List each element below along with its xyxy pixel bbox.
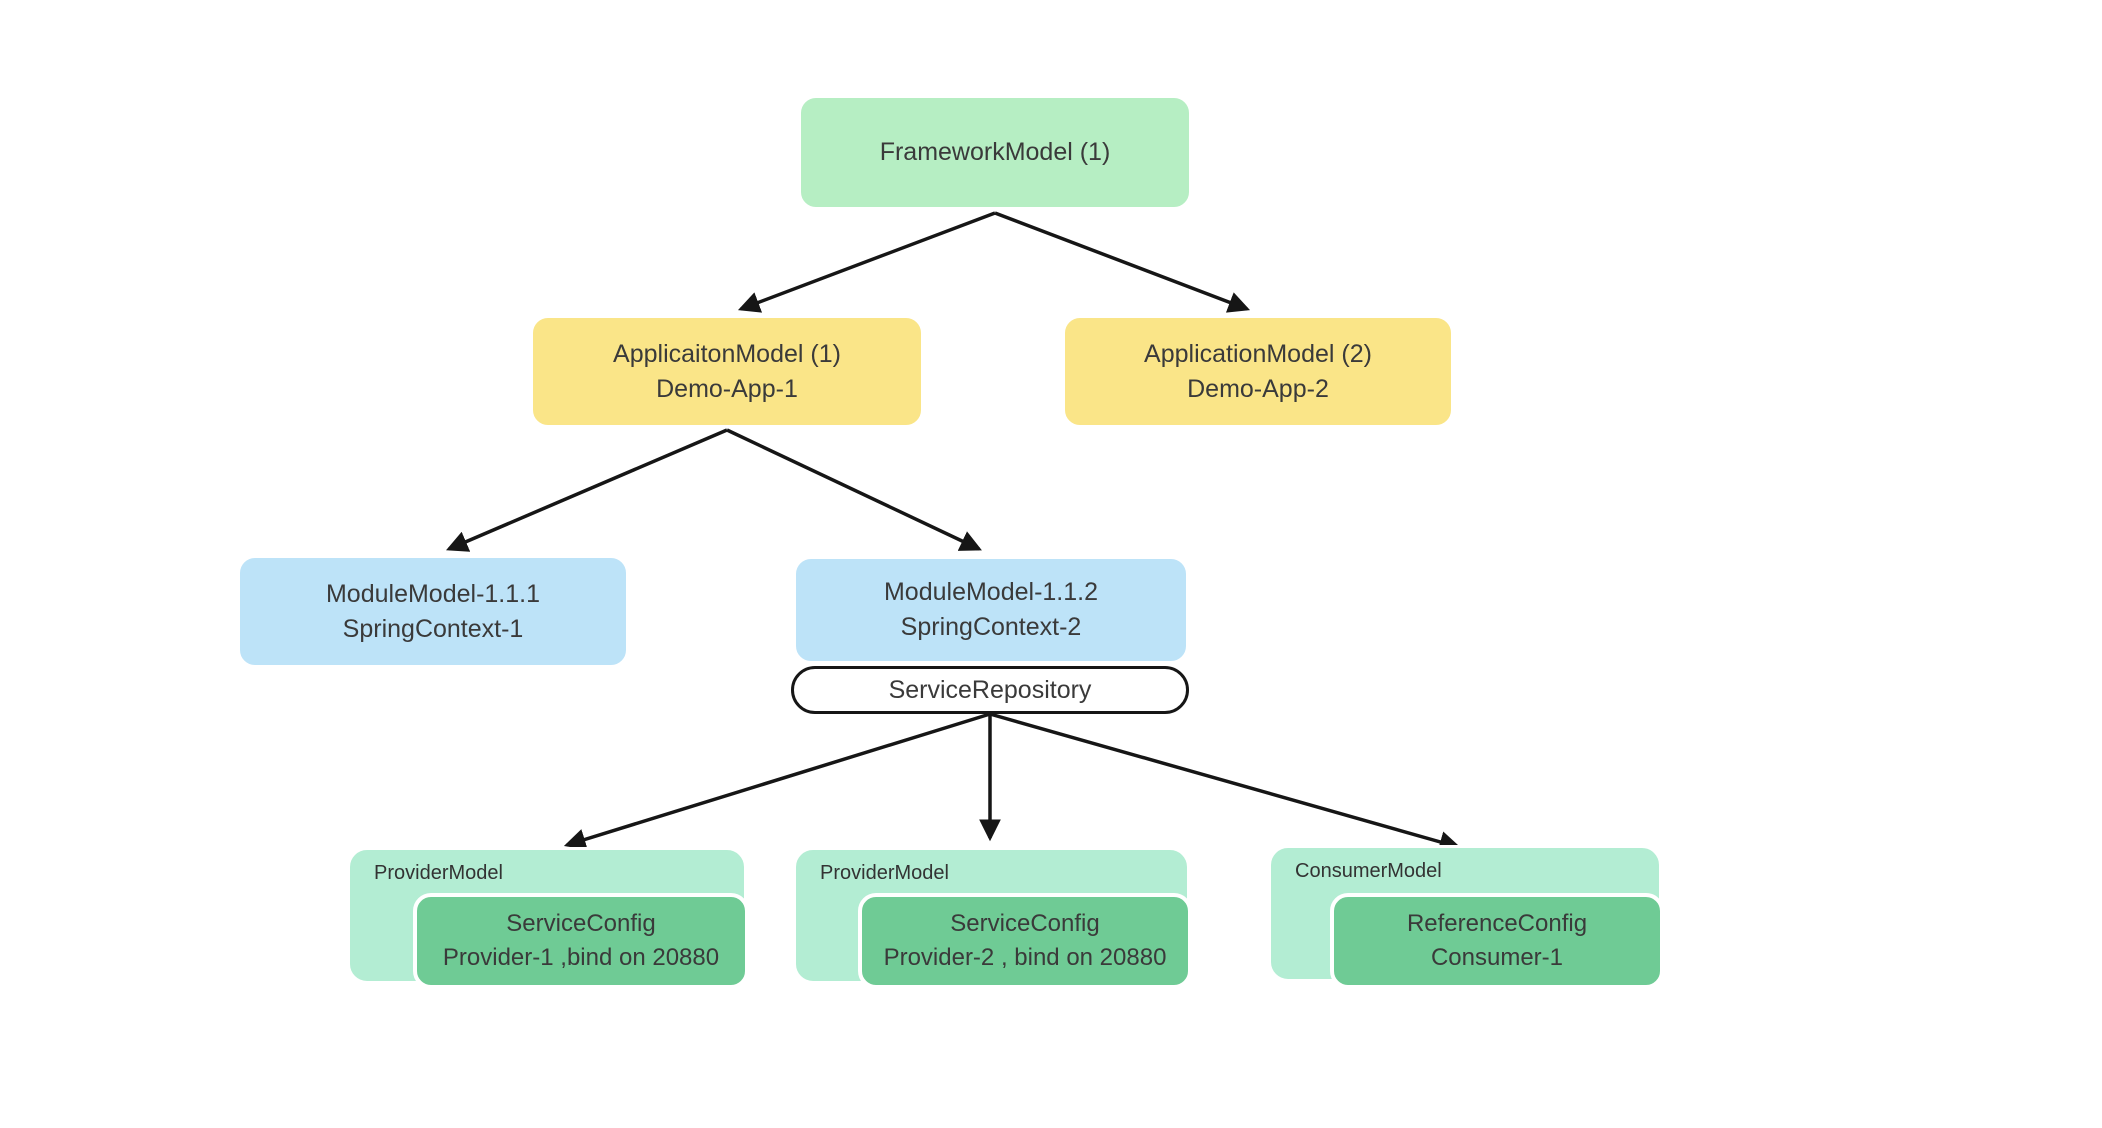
edge-app1-module1	[446, 428, 728, 552]
module-model-2-subtitle: SpringContext-2	[900, 613, 1082, 641]
module-model-2-title: ModuleModel-1.1.2	[883, 578, 1098, 606]
service-repository-label: ServiceRepository	[888, 675, 1092, 704]
reference-config-node: ReferenceConfig Consumer-1	[1330, 893, 1664, 989]
service-config-2-title: ServiceConfig	[950, 910, 1100, 937]
service-repository-node: ServiceRepository	[791, 666, 1189, 714]
application-model-1-subtitle: Demo-App-1	[656, 374, 798, 403]
module-model-1-title: ModuleModel-1.1.1	[325, 579, 540, 608]
application-model-2-subtitle: Demo-App-2	[1187, 374, 1329, 403]
application-model-2-node: ApplicationModel (2) Demo-App-2	[1062, 315, 1454, 428]
framework-model-node: FrameworkModel (1)	[798, 95, 1192, 210]
edge-repo-provider1	[563, 712, 991, 850]
consumer-model-label: ConsumerModel	[1295, 860, 1442, 882]
edge-repo-consumer1	[989, 712, 1462, 853]
service-config-2-node: ServiceConfig Provider-2 , bind on 20880	[858, 893, 1192, 989]
module-model-1-node: ModuleModel-1.1.1 SpringContext-1	[237, 555, 629, 668]
edge-framework-app1	[737, 211, 996, 313]
edge-framework-app2	[994, 211, 1251, 313]
module-model-2-node: ModuleModel-1.1.2 SpringContext-2	[793, 556, 1189, 664]
service-config-1-node: ServiceConfig Provider-1 ,bind on 20880	[413, 893, 749, 989]
provider-model-1-label: ProviderModel	[374, 862, 503, 884]
reference-config-title: ReferenceConfig	[1406, 910, 1588, 937]
edge-app1-module2	[726, 428, 982, 551]
application-model-1-title: ApplicaitonModel (1)	[613, 339, 841, 368]
reference-config-detail: Consumer-1	[1430, 944, 1564, 971]
provider-model-2-label: ProviderModel	[820, 862, 949, 884]
module-model-1-subtitle: SpringContext-1	[342, 614, 524, 643]
service-config-2-detail: Provider-2 , bind on 20880	[883, 944, 1167, 971]
service-config-1-detail: Provider-1 ,bind on 20880	[442, 944, 720, 971]
service-config-1-title: ServiceConfig	[506, 910, 656, 937]
application-model-1-node: ApplicaitonModel (1) Demo-App-1	[530, 315, 924, 428]
framework-model-label: FrameworkModel (1)	[879, 138, 1111, 166]
application-model-2-title: ApplicationModel (2)	[1144, 339, 1372, 368]
